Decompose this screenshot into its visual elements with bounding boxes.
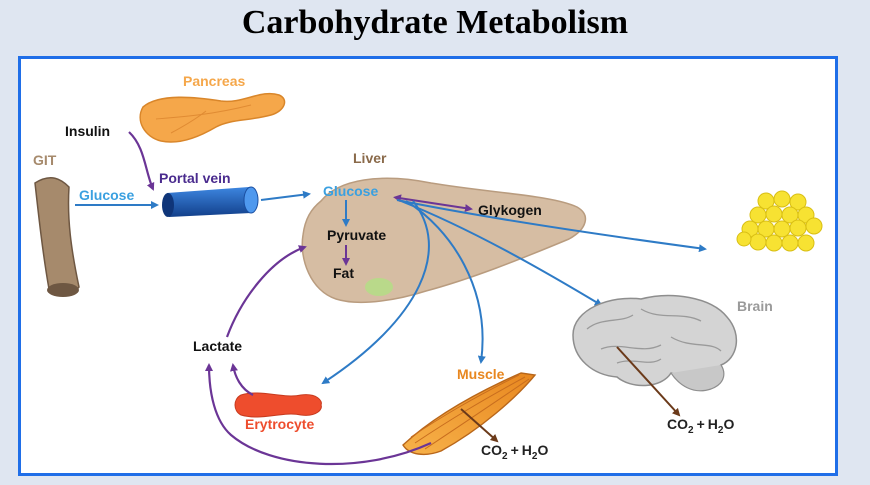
diagram-canvas: Pancreas Insulin GIT Glucose Portal vein…: [33, 73, 823, 466]
glucose-liver-label: Glucose: [323, 183, 378, 199]
glucose-glykogen-arrow: [393, 194, 473, 213]
git-intestine: [34, 177, 80, 297]
liver-to-erytrocyte-arrow: [321, 200, 430, 385]
liver-label: Liver: [353, 150, 387, 166]
muscle-products: CO2+H2O: [481, 442, 548, 462]
liver-organ: [301, 177, 587, 304]
liver-to-muscle-arrow: [405, 200, 486, 364]
page-title: Carbohydrate Metabolism: [241, 4, 629, 41]
erytrocyte-label: Erytrocyte: [245, 416, 314, 432]
glucose-git-label: Glucose: [79, 187, 134, 203]
vein-to-liver-arrow: [260, 190, 311, 201]
pancreas-label: Pancreas: [183, 73, 245, 89]
brain-products: CO2+H2O: [667, 416, 734, 436]
muscle-organ: [402, 372, 537, 456]
fat-droplets: [736, 190, 823, 252]
insulin-label: Insulin: [65, 123, 110, 139]
lactate-to-liver-arrow: [225, 245, 307, 338]
muscle-label: Muscle: [457, 366, 505, 382]
brain-label: Brain: [737, 298, 773, 314]
brain-products-arrow: [616, 346, 681, 417]
erytrocyte-cell: [234, 392, 322, 418]
portal-vein-label: Portal vein: [159, 170, 231, 186]
git-label: GIT: [33, 152, 57, 168]
liver-to-brain-arrow: [400, 200, 603, 307]
liver-to-fat-arrow: [396, 199, 707, 253]
glykogen-label: Glykogen: [478, 202, 542, 218]
insulin-arrow: [128, 131, 155, 191]
fat-label: Fat: [333, 265, 354, 281]
muscle-products-arrow: [460, 408, 499, 443]
brain-organ: [572, 294, 738, 392]
pyruvate-label: Pyruvate: [327, 227, 386, 243]
erytrocyte-to-lactate-arrow: [230, 363, 254, 396]
muscle-to-lactate-arrow: [205, 363, 432, 466]
diagram-frame: Pancreas Insulin GIT Glucose Portal vein…: [18, 56, 838, 476]
portal-vein-tube: [162, 186, 259, 217]
pancreas-shape: [139, 92, 286, 143]
lactate-label: Lactate: [193, 338, 242, 354]
